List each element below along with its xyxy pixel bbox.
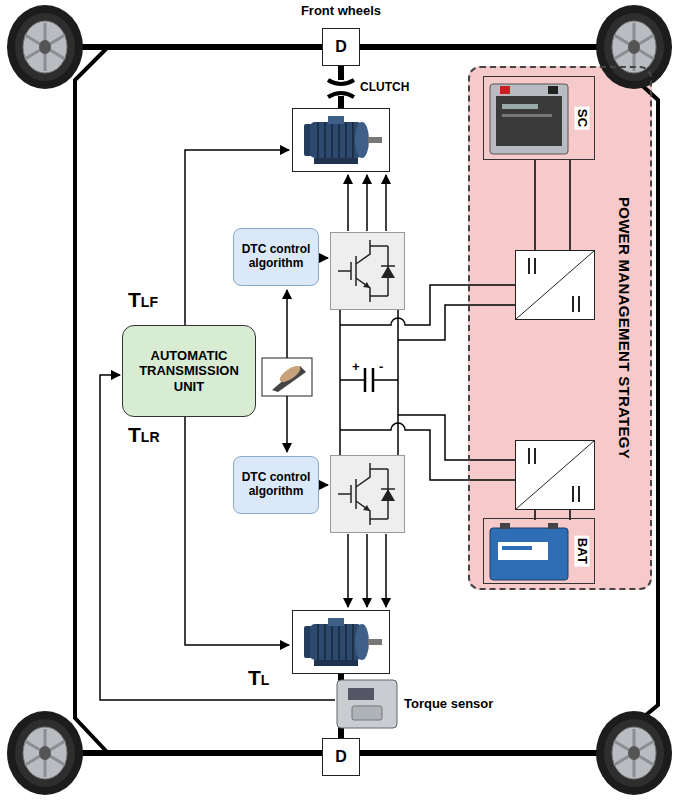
dc-bus-wire — [398, 305, 515, 340]
part-label: CLUTCH — [360, 80, 409, 94]
phase-arrow — [385, 534, 387, 607]
wheel-icon — [596, 711, 672, 795]
dc-bus-wire — [340, 379, 398, 381]
battery-box: BAT — [483, 518, 595, 584]
motor-icon — [293, 611, 390, 674]
signal-name: TLF — [128, 288, 158, 312]
clutch-symbol — [328, 80, 354, 97]
signal-line — [100, 375, 335, 700]
differential-box: D — [322, 28, 360, 66]
drive-shaft — [338, 66, 344, 80]
differential-box: D — [322, 738, 360, 776]
dc-bus-wire — [534, 160, 536, 250]
node-text: D — [335, 748, 347, 766]
power-region-fill — [468, 66, 652, 590]
clutch-symbol — [328, 80, 354, 84]
phase-arrow — [348, 175, 386, 607]
dc-bus-wire — [339, 310, 341, 455]
polarity-mark: + — [352, 359, 360, 374]
drive-shaft — [338, 96, 344, 108]
caption-label: Front wheels — [301, 3, 381, 18]
node-text: DTC control algorithm — [237, 243, 315, 271]
control-algorithm-box: DTC control algorithm — [233, 228, 319, 286]
power-region-fill — [468, 66, 652, 590]
phase-arrow — [385, 175, 387, 231]
axle — [45, 47, 634, 753]
wheel-icon — [596, 5, 672, 89]
capacitor-symbol — [372, 368, 375, 392]
inverter-symbol — [331, 233, 405, 310]
node-text: AUTOMATIC TRANSMISSION UNIT — [127, 348, 251, 395]
chassis-frame — [600, 47, 658, 753]
supercapacitor-box: SC — [483, 76, 595, 160]
signal-line — [286, 290, 288, 358]
converter-symbol — [516, 251, 595, 320]
node-text: D — [335, 38, 347, 56]
dc-bus-wire — [340, 423, 515, 480]
capacitor-symbol — [364, 368, 367, 392]
accelerator-pedal-icon — [262, 358, 312, 396]
node-text: SC — [575, 107, 590, 130]
node-text: DTC control algorithm — [237, 471, 315, 499]
dc-bus-wire — [569, 160, 571, 250]
signal-line — [185, 417, 289, 645]
node-text: POWER MANAGEMENT STRATEGY — [616, 197, 633, 459]
supercapacitor-icon — [502, 114, 552, 117]
battery-icon — [548, 523, 558, 529]
torque-sensor-icon — [352, 706, 382, 720]
signal-line — [319, 257, 328, 259]
clutch-symbol — [328, 93, 354, 97]
battery-icon — [490, 528, 568, 580]
phase-arrow — [347, 534, 349, 607]
supercapacitor-icon — [496, 96, 562, 146]
capacitor-symbol — [365, 368, 373, 392]
polarity-mark: - — [379, 359, 383, 374]
battery-icon — [490, 523, 568, 580]
part-label: Torque sensor — [404, 696, 493, 711]
torque-sensor-icon — [348, 688, 374, 700]
dc-bus-wire — [397, 310, 399, 455]
signal-line — [319, 484, 328, 486]
torque-sensor-icon — [337, 680, 397, 728]
inverter-symbol — [331, 233, 405, 533]
converter-symbol — [516, 251, 595, 510]
phase-arrow — [366, 175, 368, 231]
signal-line — [100, 150, 335, 700]
inverter-symbol — [331, 456, 405, 533]
battery-icon — [498, 542, 548, 560]
wheel-icon — [7, 5, 83, 89]
battery-icon — [502, 546, 532, 550]
signal-name: TLR — [128, 423, 160, 447]
supercapacitor-icon — [490, 84, 568, 154]
supercapacitor-icon — [502, 104, 538, 109]
supercapacitor-icon — [548, 86, 558, 94]
phase-arrow — [347, 175, 349, 231]
accelerator-pedal-icon — [262, 358, 312, 396]
signal-name: TL — [248, 666, 269, 690]
supercapacitor-icon — [500, 86, 510, 94]
phase-arrow — [366, 534, 368, 607]
node-text: BAT — [575, 536, 590, 567]
control-algorithm-box: DTC control algorithm — [233, 456, 319, 514]
torque-sensor-icon — [337, 680, 397, 728]
chassis-frame — [75, 47, 108, 753]
dc-bus-wire — [398, 415, 515, 460]
accelerator-pedal-icon — [277, 363, 302, 385]
converter-symbol — [516, 441, 595, 510]
wheel-icon — [7, 711, 83, 795]
battery-icon — [500, 523, 510, 529]
signal-line — [286, 396, 288, 452]
wheel-icon — [7, 5, 672, 795]
strategy-region: POWER MANAGEMENT STRATEGY SC BAT — [468, 66, 652, 590]
transmission-unit-box: AUTOMATIC TRANSMISSION UNIT — [122, 325, 256, 417]
motor-icon — [293, 109, 390, 172]
chassis-frame — [75, 47, 658, 753]
supercapacitor-icon — [490, 84, 568, 154]
